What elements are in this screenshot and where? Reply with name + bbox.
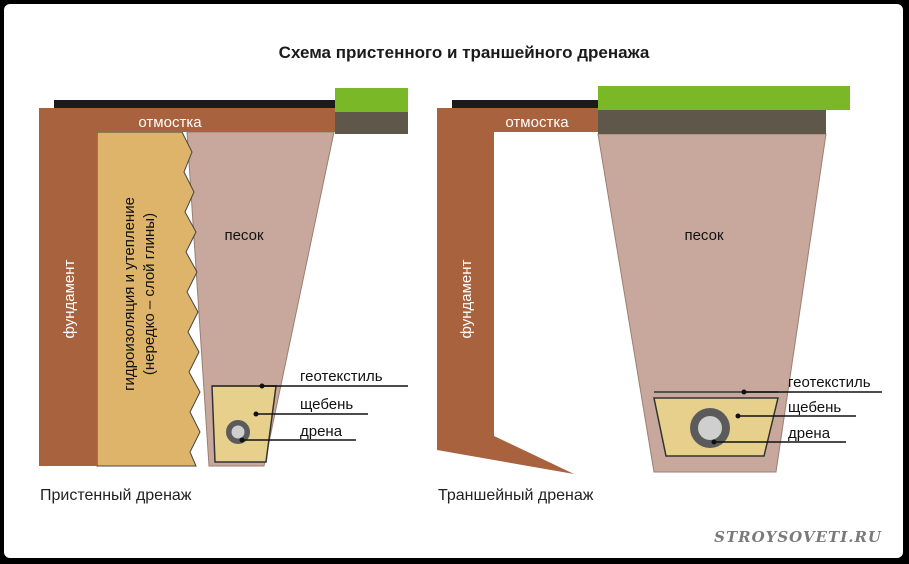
wall-label-gravel: щебень: [300, 396, 353, 413]
trench-label-drain: дрена: [788, 425, 831, 442]
diagram-frame: Схема пристенного и траншейного дренажа …: [4, 4, 903, 558]
trench-label-otmostka: отмостка: [505, 114, 569, 131]
site-watermark: STROYSOVETI.RU: [714, 528, 882, 546]
wall-label-otmostka: отмостка: [138, 114, 202, 131]
trench-asphalt-strip: [452, 100, 602, 108]
trench-grass: [598, 86, 850, 110]
trench-label-sand: песок: [684, 227, 723, 244]
wall-label-sand: песок: [224, 227, 263, 244]
wall-label-geotextile: геотекстиль: [300, 368, 383, 385]
wall-label-insulation-1: гидроизоляция и утепление: [121, 197, 138, 391]
diagram-title: Схема пристенного и траншейного дренажа: [279, 43, 650, 62]
wall-label-fundament: фундамент: [61, 259, 78, 338]
trench-caption: Траншейный дренаж: [438, 487, 594, 504]
trench-foundation: [437, 108, 600, 474]
wall-label-insulation-2: (нередко – слой глины): [141, 213, 158, 375]
wall-caption: Пристенный дренаж: [40, 487, 192, 504]
wall-soil-dark: [335, 112, 408, 134]
wall-foundation: [39, 108, 337, 466]
wall-grass: [335, 88, 408, 112]
wall-insulation-layer: [96, 131, 201, 467]
trench-label-fundament: фундамент: [458, 259, 475, 338]
wall-asphalt-strip: [54, 100, 337, 108]
wall-drain-pipe-inner: [231, 425, 245, 439]
drainage-diagram: Схема пристенного и траншейного дренажа …: [39, 43, 882, 546]
trench-label-geotextile: геотекстиль: [788, 374, 871, 391]
trench-drain-pipe-inner: [698, 416, 722, 440]
wall-drainage-scheme: отмостка фундамент гидроизоляция и утепл…: [39, 88, 408, 504]
trench-label-gravel: щебень: [788, 399, 841, 416]
trench-drainage-scheme: отмостка фундамент песок геотекстиль щеб…: [437, 86, 882, 504]
wall-label-drain: дрена: [300, 423, 343, 440]
trench-soil-dark: [598, 110, 826, 134]
